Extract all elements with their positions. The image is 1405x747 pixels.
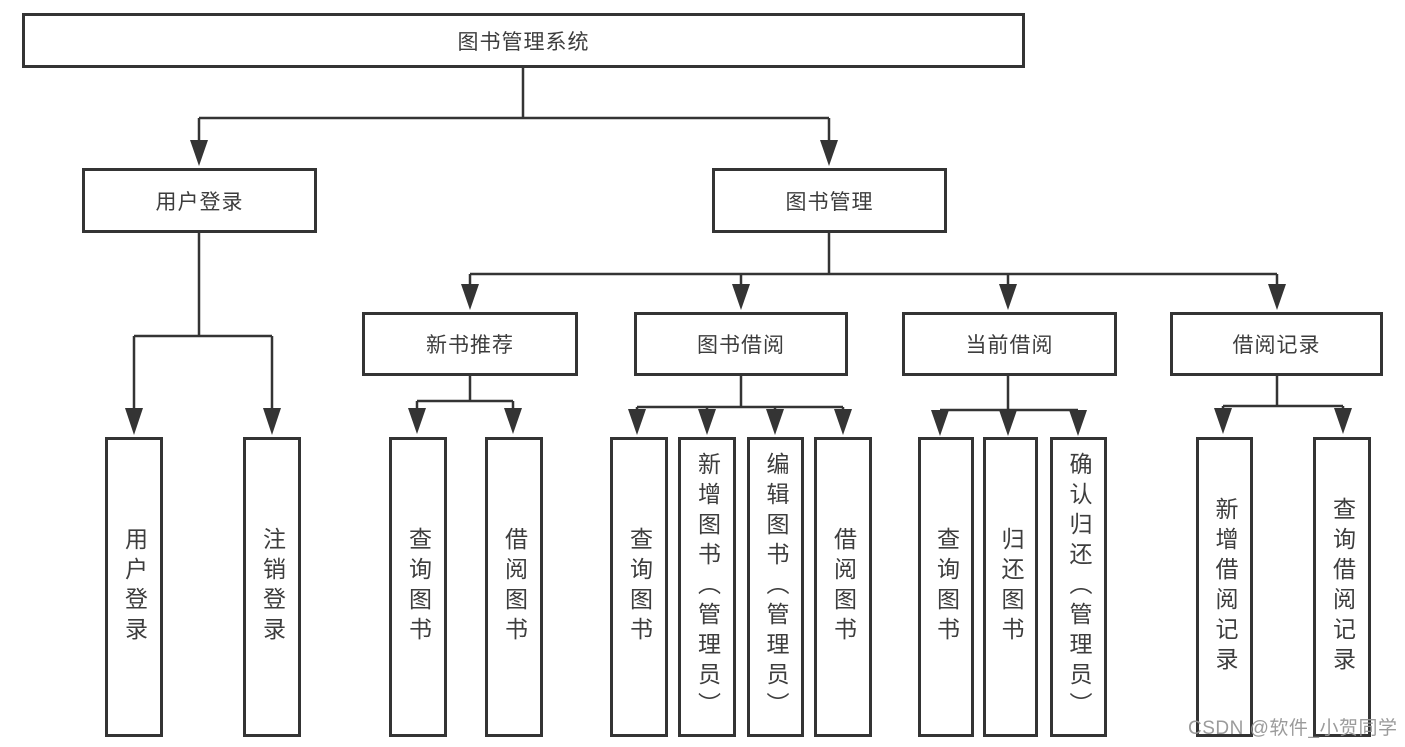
leaf-label: 确认归还（管理员） (1066, 452, 1092, 722)
leaf-borrow-books: 借阅图书 (485, 437, 543, 737)
leaf-label: 查询图书 (405, 527, 432, 647)
leaf-label: 借阅图书 (501, 527, 528, 647)
leaf-logout-login: 注销登录 (243, 437, 301, 737)
leaf-label: 借阅图书 (830, 527, 857, 647)
leaf-borrow-books: 借阅图书 (814, 437, 872, 737)
leaf-label: 注销登录 (259, 527, 286, 647)
leaf-query-books: 查询图书 (389, 437, 447, 737)
leaf-add-books-admin: 新增图书（管理员） (678, 437, 736, 737)
node-borrow-records: 借阅记录 (1170, 312, 1383, 376)
leaf-add-borrow-record: 新增借阅记录 (1196, 437, 1253, 737)
node-current-borrow: 当前借阅 (902, 312, 1117, 376)
leaf-label: 归还图书 (998, 527, 1024, 647)
leaf-return-books: 归还图书 (983, 437, 1038, 737)
leaf-label: 新增图书（管理员） (694, 452, 721, 722)
node-book-borrow: 图书借阅 (634, 312, 848, 376)
leaf-query-borrow-record: 查询借阅记录 (1313, 437, 1371, 737)
node-library-management-system: 图书管理系统 (22, 13, 1025, 68)
watermark: CSDN @软件_小贺同学 (1188, 718, 1398, 739)
leaf-label: 用户登录 (121, 527, 148, 647)
leaf-label: 查询图书 (933, 527, 960, 647)
node-user-login: 用户登录 (82, 168, 317, 233)
node-new-book-recommend: 新书推荐 (362, 312, 578, 376)
leaf-user-login: 用户登录 (105, 437, 163, 737)
leaf-label: 编辑图书（管理员） (763, 452, 789, 722)
node-book-management: 图书管理 (712, 168, 947, 233)
leaf-confirm-return-admin: 确认归还（管理员） (1050, 437, 1107, 737)
leaf-query-books: 查询图书 (610, 437, 668, 737)
leaf-query-books: 查询图书 (918, 437, 974, 737)
leaf-edit-books-admin: 编辑图书（管理员） (747, 437, 804, 737)
leaf-label: 查询图书 (626, 527, 653, 647)
leaf-label: 查询借阅记录 (1329, 497, 1356, 677)
leaf-label: 新增借阅记录 (1212, 497, 1238, 677)
